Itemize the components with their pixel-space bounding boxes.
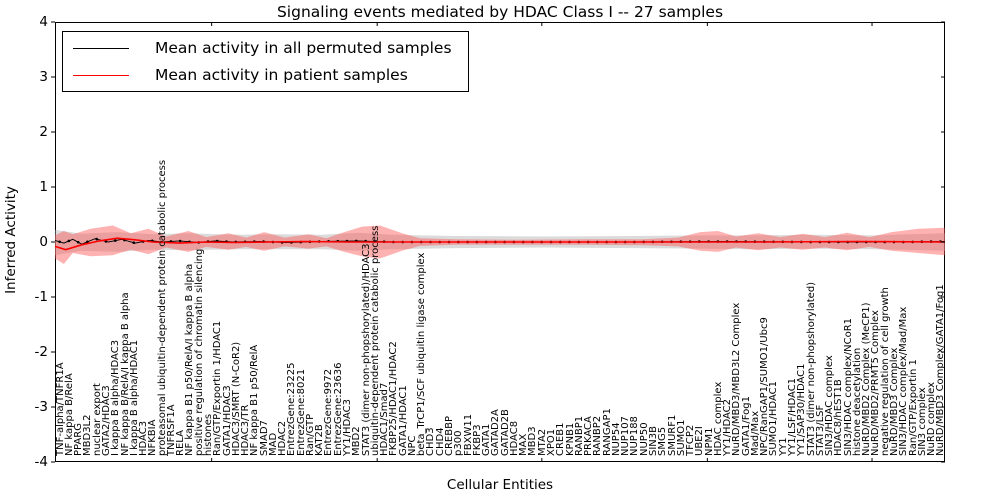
y-tick-label: -4 <box>34 454 48 470</box>
y-tick-label: 1 <box>39 179 48 195</box>
legend-label-patient: Mean activity in patient samples <box>155 66 408 84</box>
x-category-label: beta_TrCP1/SCF ubiquitin ligase complex <box>416 252 428 456</box>
patient-mean-line <box>54 237 946 251</box>
patient-line-swatch <box>73 74 129 76</box>
legend-label-permuted: Mean activity in all permuted samples <box>155 39 452 57</box>
patient-std-band <box>55 225 945 264</box>
red-line-icon <box>73 74 129 76</box>
chart-title: Signaling events mediated by HDAC Class … <box>276 3 724 21</box>
x-axis-label: Cellular Entities <box>446 477 554 493</box>
permuted-mean-marker <box>86 240 89 244</box>
y-tick-label: 3 <box>39 69 48 85</box>
legend: Mean activity in all permuted samples Me… <box>62 31 469 92</box>
y-tick-label: 2 <box>39 124 48 140</box>
y-tick-label: -2 <box>34 344 48 360</box>
y-tick-label: 4 <box>39 14 48 30</box>
x-category-label: NuRD/MBD3 Complex/GATA1/Fog1 <box>935 284 947 456</box>
permuted-mean-marker <box>67 239 71 243</box>
permuted-mean-marker <box>132 241 136 244</box>
permuted-mean-marker <box>95 237 98 241</box>
legend-item-patient: Mean activity in patient samples <box>73 66 452 84</box>
black-line-icon <box>73 47 129 49</box>
permuted-mean-marker <box>114 239 117 242</box>
permuted-mean-marker <box>76 240 80 244</box>
permuted-line-swatch <box>73 47 129 49</box>
y-tick-label: -3 <box>34 399 48 415</box>
y-tick-label: 0 <box>39 234 48 250</box>
permuted-mean-marker <box>178 239 182 243</box>
permuted-mean-marker <box>58 240 61 244</box>
y-tick-label: -1 <box>34 289 48 305</box>
legend-item-permuted: Mean activity in all permuted samples <box>73 39 452 57</box>
